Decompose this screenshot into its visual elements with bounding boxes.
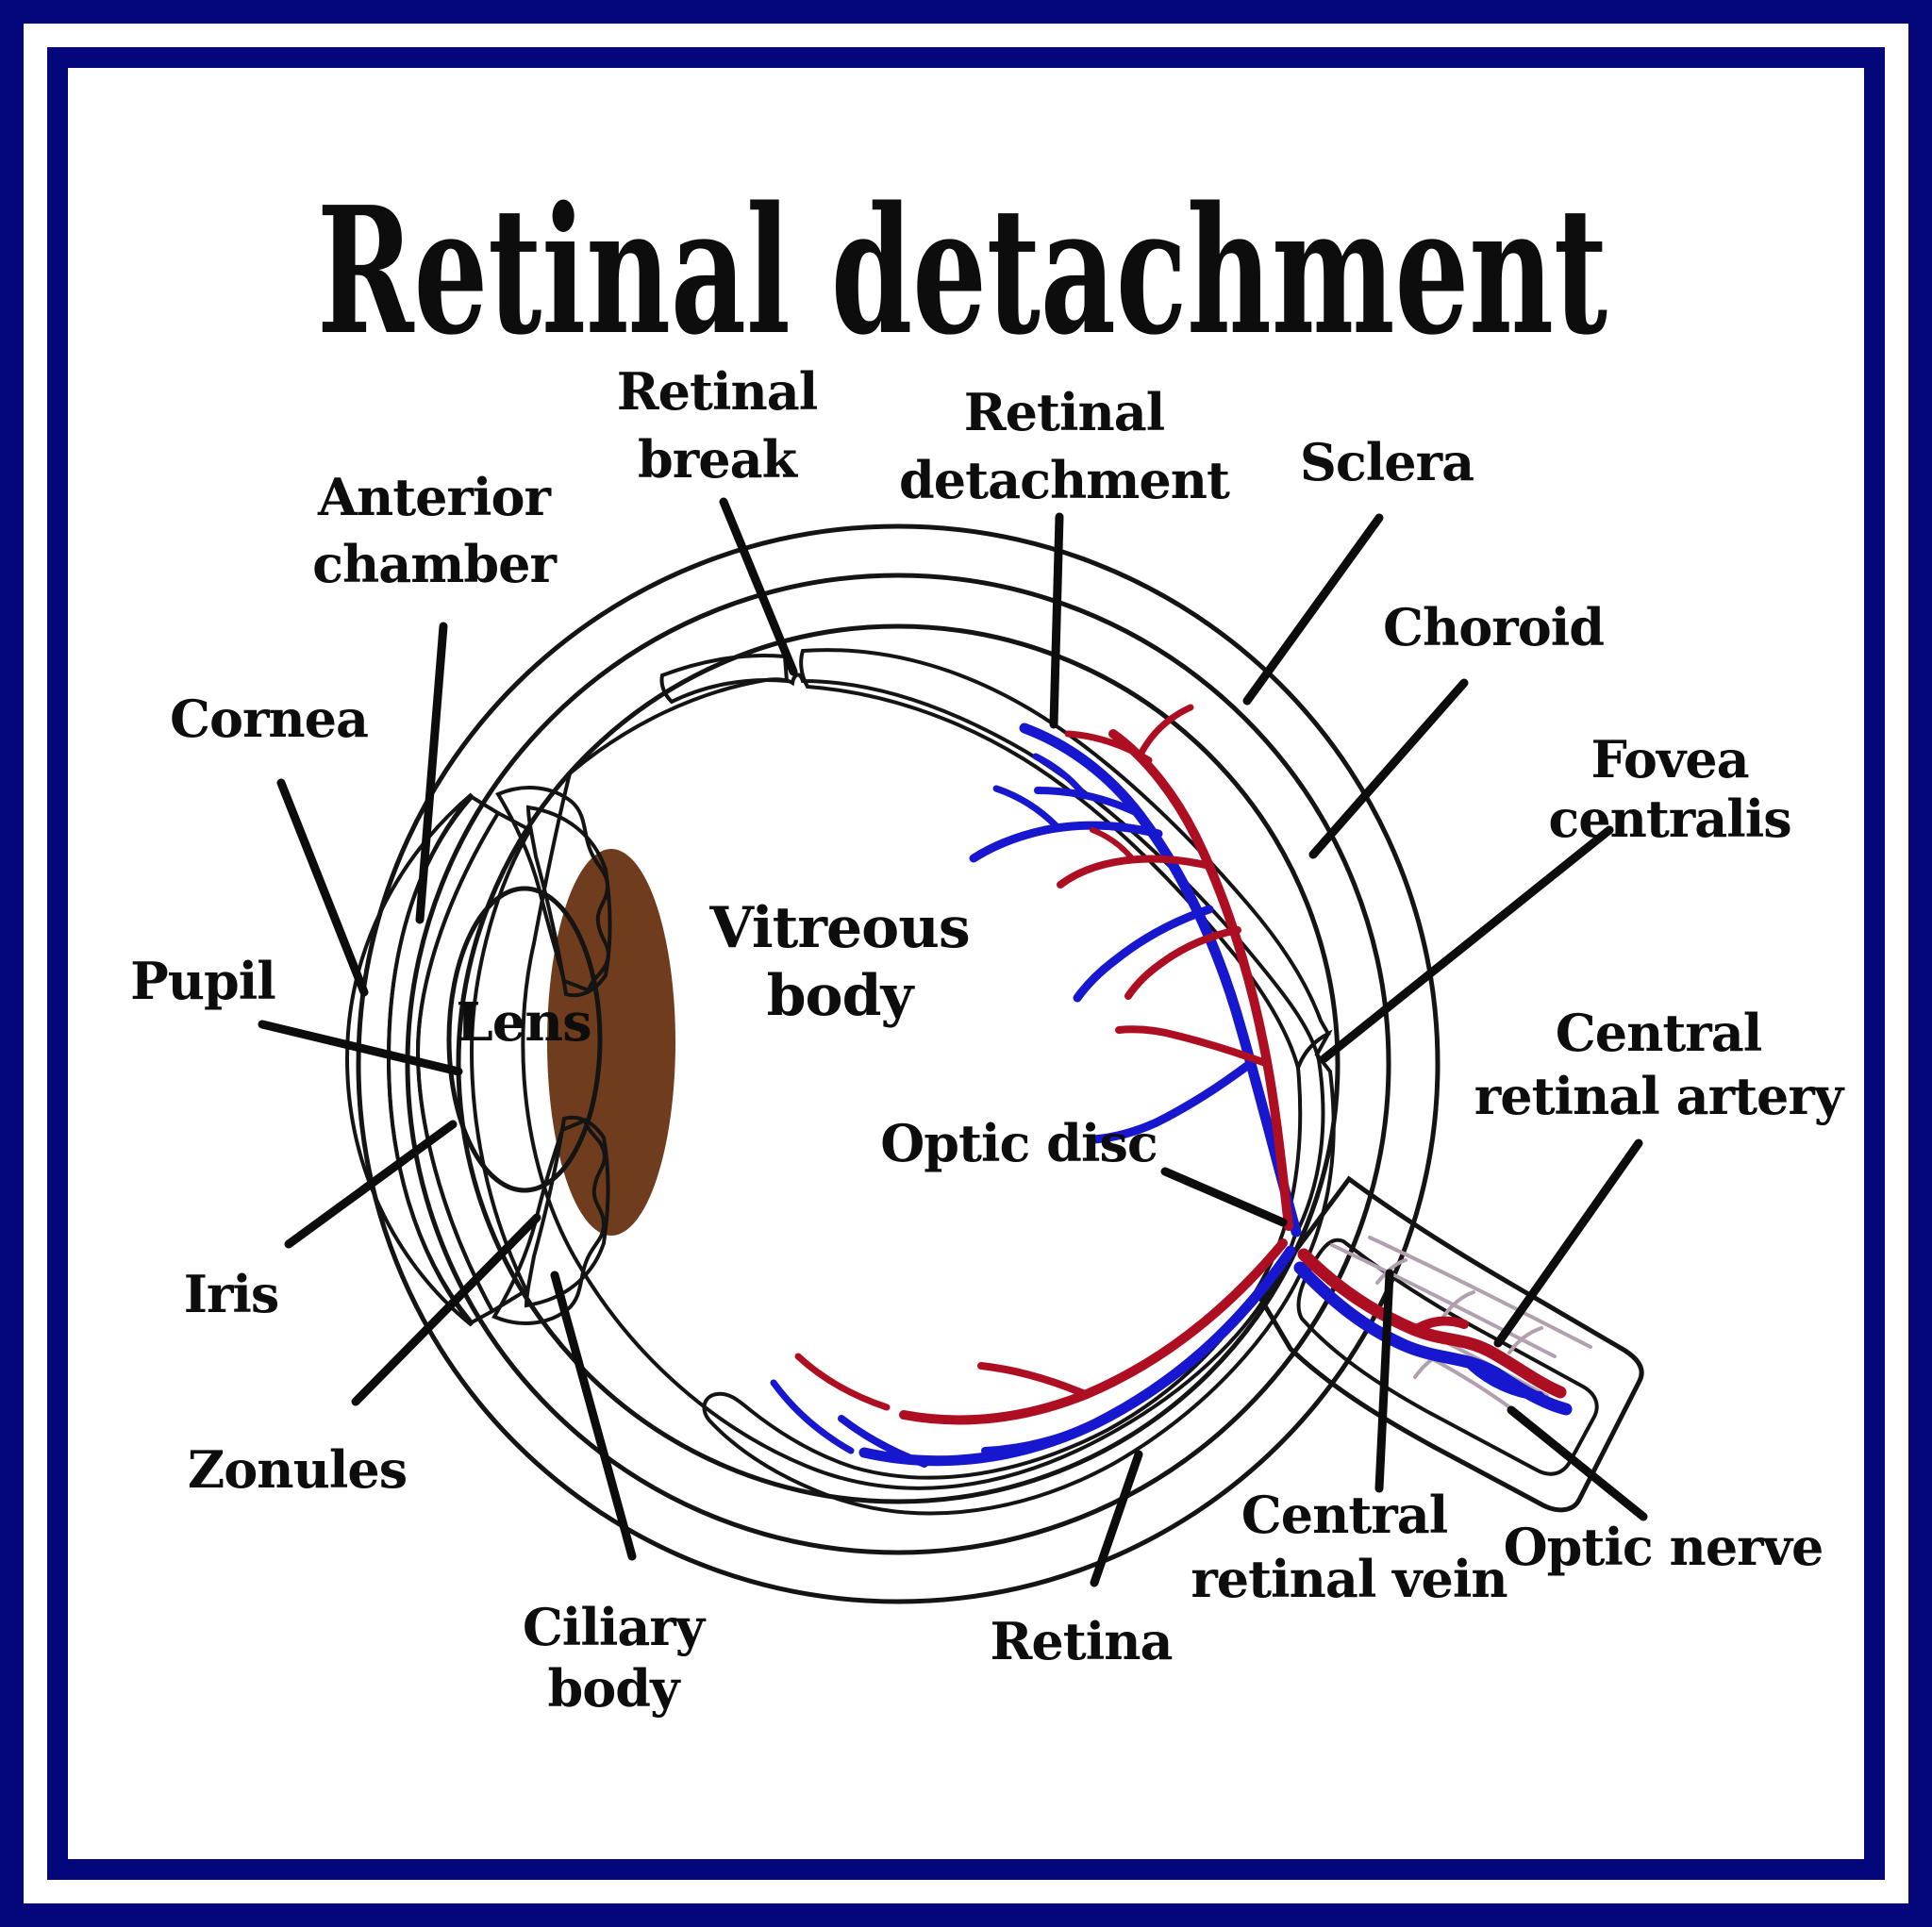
- leader-retina: [1090, 1450, 1143, 1587]
- vitreous-body-shape: [521, 673, 1325, 1490]
- label-iris: Iris: [184, 1264, 279, 1324]
- leader-pupil: [258, 1020, 463, 1076]
- frame-inner: [47, 47, 1885, 1880]
- leader-lines: [258, 497, 1648, 1587]
- central-retinal-artery-vessel: [1297, 1248, 1567, 1399]
- central-vessels-in-nerve: [1293, 1248, 1573, 1416]
- label-vitreous-body-2: body: [767, 963, 916, 1029]
- leader-optic-disc: [1160, 1167, 1288, 1227]
- leader-retinal-detachment: [1049, 512, 1064, 729]
- label-cornea: Cornea: [170, 689, 368, 749]
- label-lens: Lens: [456, 991, 591, 1054]
- leader-ciliary-body: [550, 1271, 637, 1561]
- label-sclera: Sclera: [1300, 432, 1474, 492]
- artery-tree: [794, 704, 1293, 1425]
- label-choroid: Choroid: [1383, 597, 1604, 657]
- label-retinal-detachment-1: Retinal: [964, 382, 1165, 442]
- label-fovea-centralis-2: centralis: [1548, 789, 1790, 849]
- eyeball-group: [344, 523, 1644, 1604]
- label-fovea-centralis-1: Fovea: [1591, 729, 1748, 789]
- label-central-retinal-vein-1: Central: [1241, 1485, 1448, 1545]
- leader-zonules: [351, 1213, 541, 1406]
- optic-nerve-core: [1296, 1238, 1599, 1476]
- label-anterior-chamber-2: chamber: [312, 534, 557, 594]
- leader-retinal-break: [719, 497, 798, 676]
- vein-twig: [1467, 1361, 1544, 1401]
- label-vitreous-body-1: Vitreous: [708, 895, 969, 961]
- retina-detached-band: [799, 648, 1331, 1074]
- choroid-layer: [405, 573, 1391, 1555]
- retina-attached-band: [702, 1029, 1336, 1516]
- leader-optic-nerve: [1507, 1405, 1648, 1521]
- leader-sclera: [1242, 513, 1384, 706]
- label-anterior-chamber-1: Anterior: [317, 467, 551, 527]
- label-retina: Retina: [991, 1611, 1173, 1671]
- ciliary-body-top: [495, 786, 610, 993]
- vein-tree: [770, 723, 1302, 1468]
- label-optic-nerve: Optic nerve: [1504, 1517, 1824, 1577]
- label-ciliary-body-2: body: [548, 1658, 682, 1719]
- label-retinal-detachment-2: detachment: [899, 450, 1230, 510]
- detachment-space: [456, 623, 1341, 1504]
- cornea-shape: [344, 792, 474, 1327]
- label-central-retinal-artery-1: Central: [1556, 1003, 1762, 1063]
- leader-cornea: [276, 778, 369, 997]
- sclera-layer: [356, 523, 1441, 1604]
- leader-iris: [284, 1120, 458, 1249]
- label-central-retinal-artery-2: retinal artery: [1474, 1066, 1845, 1126]
- label-retinal-break-1: Retinal: [617, 361, 818, 422]
- leader-anterior-chamber: [415, 622, 448, 924]
- retinal-vessels: [770, 704, 1302, 1468]
- label-retinal-break-2: break: [638, 429, 799, 490]
- label-ciliary-body-1: Ciliary: [523, 1597, 707, 1657]
- leader-choroid: [1308, 678, 1469, 859]
- leader-central-retinal-artery: [1493, 1138, 1643, 1348]
- labels: Retinal detachment Retinal break Retinal…: [130, 168, 1846, 1719]
- page-title: Retinal detachment: [317, 168, 1607, 374]
- label-zonules: Zonules: [188, 1439, 407, 1500]
- leader-central-retinal-vein: [1374, 1269, 1394, 1493]
- ciliary-body-bottom: [491, 1118, 607, 1325]
- lens-shape: [446, 886, 603, 1193]
- label-optic-disc: Optic disc: [880, 1113, 1158, 1173]
- retina-break-flap: [659, 653, 790, 705]
- label-central-retinal-vein-2: retinal vein: [1191, 1549, 1507, 1609]
- leader-fovea-centralis: [1320, 825, 1614, 1063]
- optic-nerve-sheath: [1257, 1175, 1644, 1513]
- artery-twig: [1410, 1316, 1469, 1335]
- label-pupil: Pupil: [130, 951, 275, 1011]
